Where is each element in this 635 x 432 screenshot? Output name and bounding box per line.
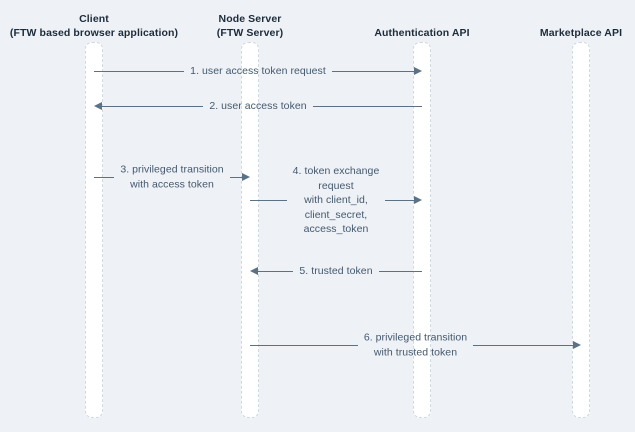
message-line-right-2	[312, 106, 422, 107]
actor-label-primary: Authentication API	[374, 27, 470, 39]
message-label-6: 6. privileged transition with trusted to…	[363, 331, 468, 359]
message-line-left-4	[250, 200, 287, 201]
actor-header-auth-api: Authentication API	[374, 26, 469, 40]
lifeline-auth-api	[413, 42, 431, 418]
lifeline-client	[85, 42, 103, 418]
message-line-left-6	[250, 345, 358, 346]
actor-header-node-server: Node Server (FTW Server)	[217, 12, 284, 40]
actor-label-secondary: (FTW Server)	[216, 27, 284, 39]
actor-header-market-api: Marketplace API	[540, 26, 622, 40]
message-line-right-6	[473, 345, 573, 346]
actor-label-primary: Node Server	[218, 13, 282, 25]
message-label-2: 2. user access token	[209, 99, 307, 112]
message-label-3: 3. privileged transition with access tok…	[120, 163, 224, 191]
actor-label-primary: Marketplace API	[539, 27, 623, 39]
message-line-right-4	[385, 200, 414, 201]
arrowhead-right-1	[414, 66, 422, 75]
arrowhead-right-3	[242, 172, 250, 181]
arrowhead-right-6	[573, 340, 581, 349]
message-line-right-3	[229, 177, 242, 178]
lifeline-market-api	[572, 42, 590, 418]
actor-label-primary: Client	[79, 13, 109, 25]
arrowhead-left-2	[94, 101, 102, 110]
actor-label-secondary: (FTW based browser application)	[9, 27, 179, 39]
arrowhead-right-4	[414, 195, 422, 204]
message-label-5: 5. trusted token	[299, 264, 373, 277]
message-line-left-1	[94, 71, 185, 72]
actor-header-client: Client (FTW based browser application)	[10, 12, 178, 40]
message-line-left-3	[94, 177, 115, 178]
message-line-left-2	[102, 106, 204, 107]
message-line-right-1	[331, 71, 414, 72]
message-label-1: 1. user access token request	[190, 64, 326, 77]
lifeline-node-server	[241, 42, 259, 418]
message-line-left-5	[258, 271, 294, 272]
arrowhead-left-5	[250, 266, 258, 275]
message-label-4: 4. token exchange request with client_id…	[292, 164, 380, 235]
message-line-right-5	[378, 271, 422, 272]
